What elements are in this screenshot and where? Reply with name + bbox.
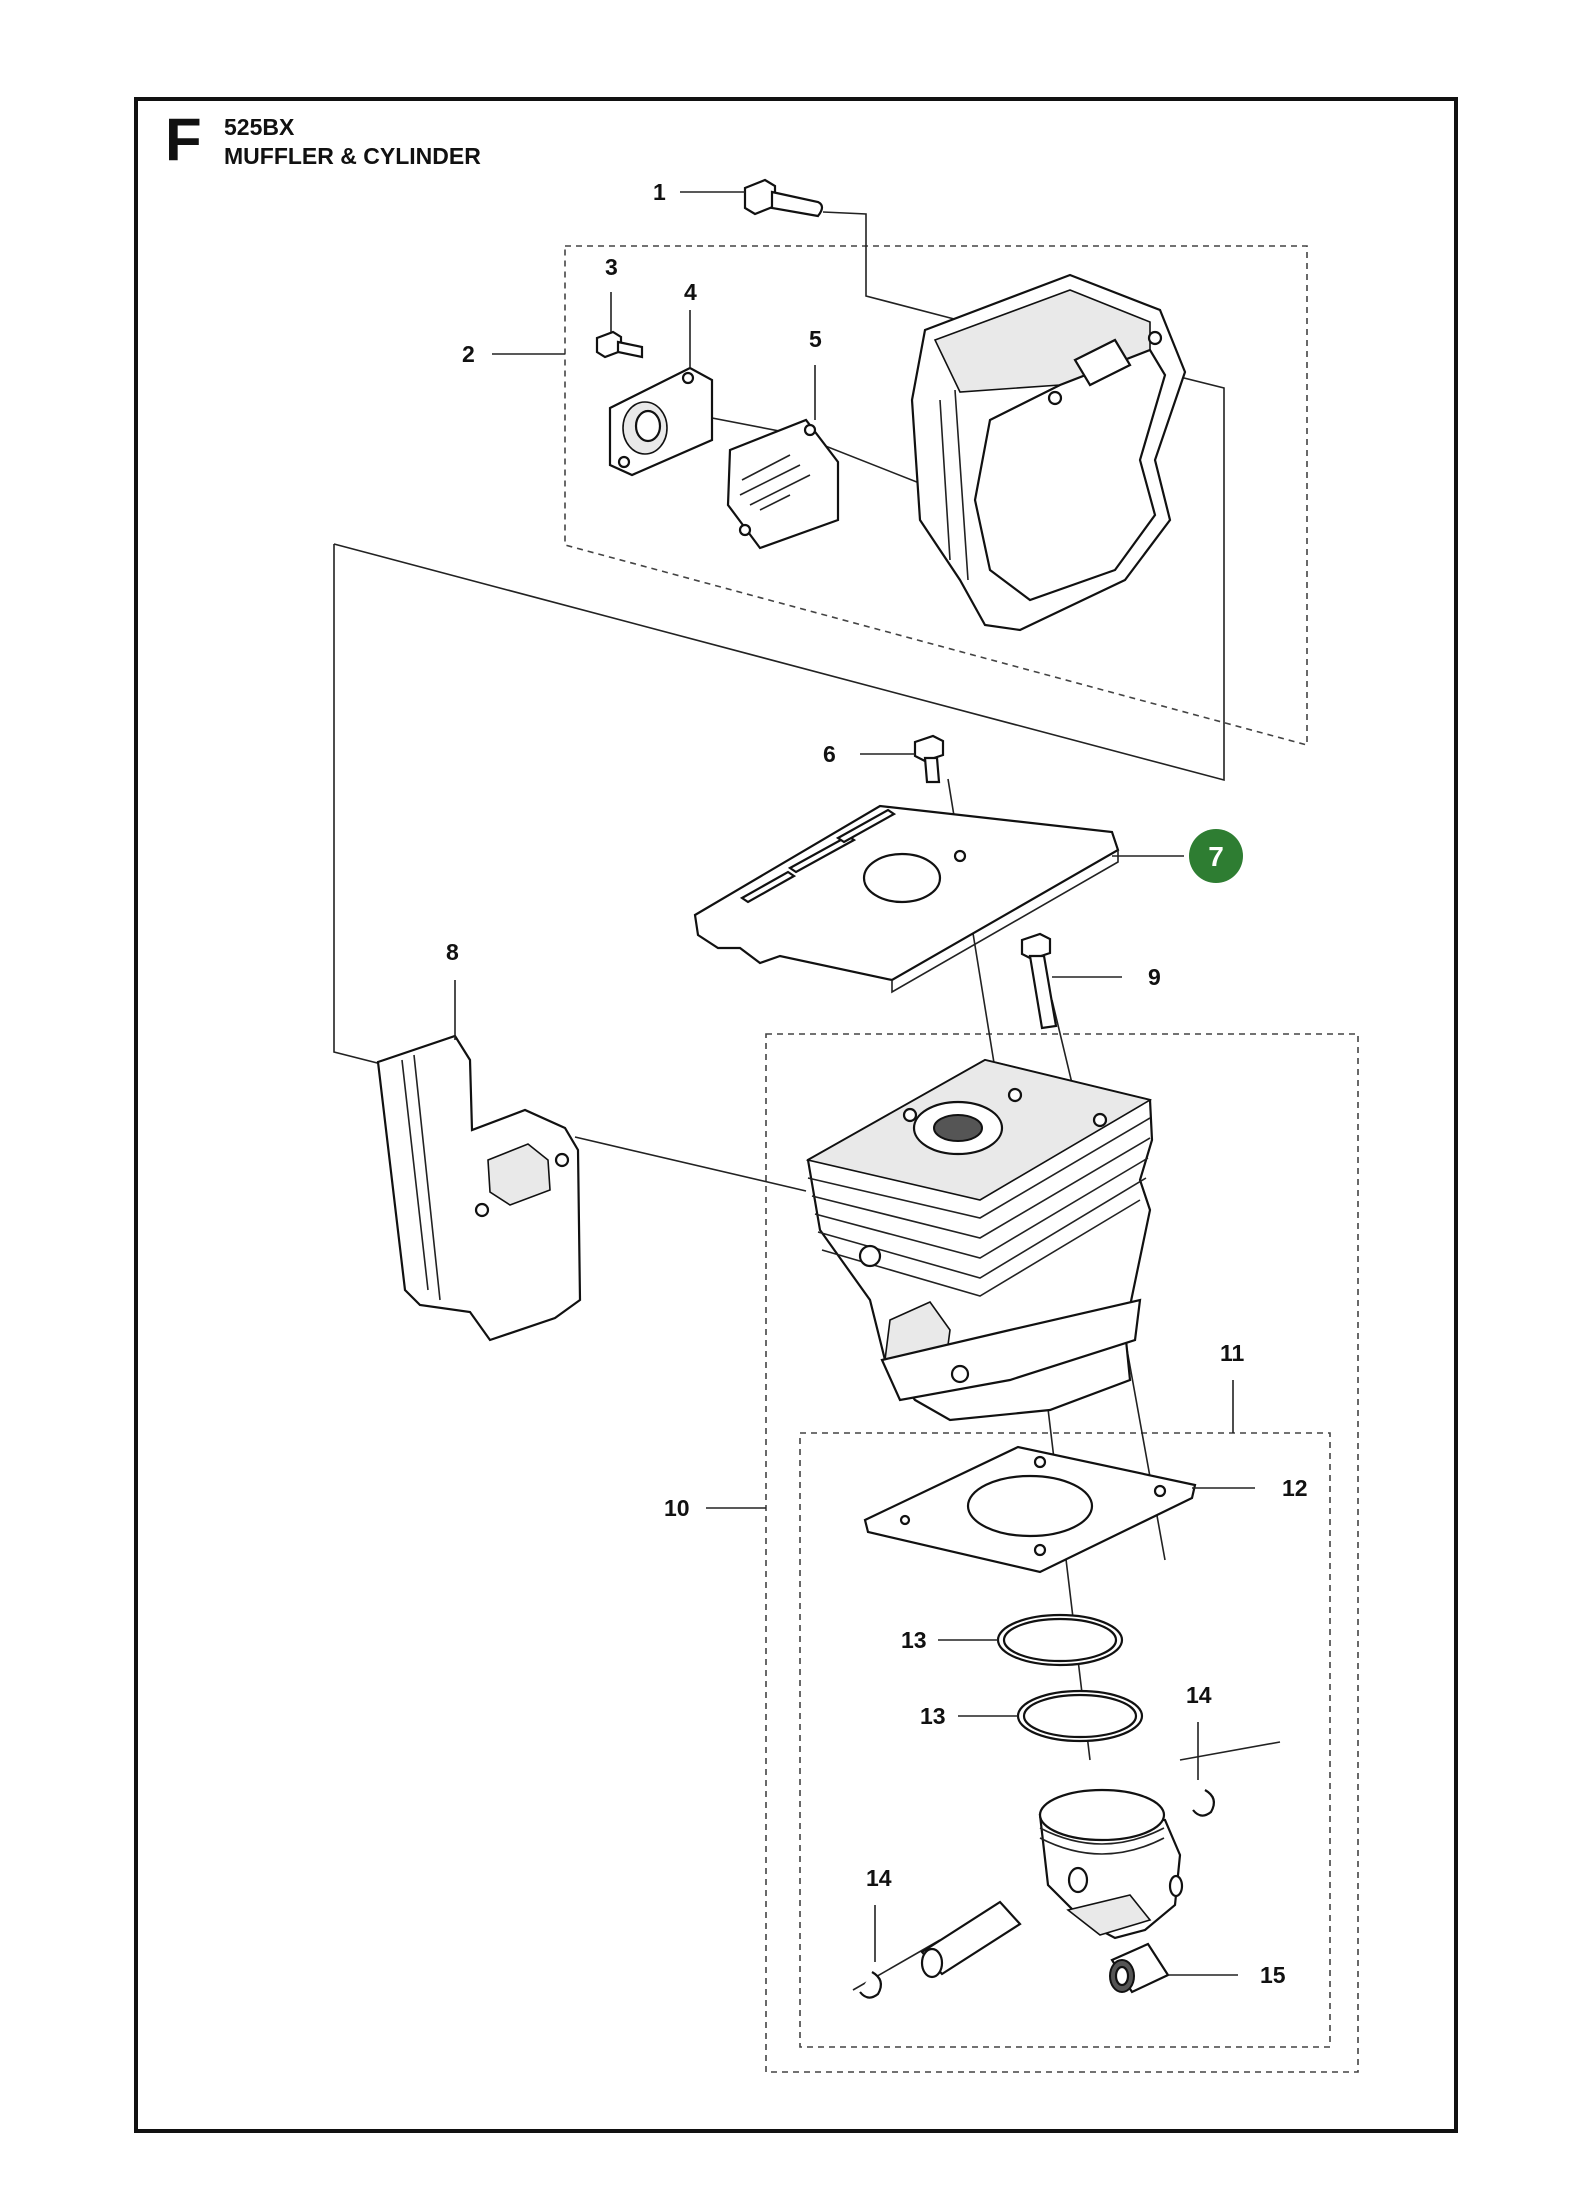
diagram-title: MUFFLER & CYLINDER: [224, 143, 481, 169]
callout-1[interactable]: 1: [653, 179, 666, 205]
part-1-bolt: [743, 178, 824, 218]
callout-6[interactable]: 6: [823, 741, 836, 767]
part-6-screw: [913, 734, 945, 784]
callout-4[interactable]: 4: [684, 279, 697, 305]
part-7-heat-shield: [693, 804, 1120, 994]
piston-pin: [920, 1900, 1022, 1979]
callout-7[interactable]: 7: [1208, 841, 1224, 872]
callout-13-upper[interactable]: 13: [901, 1627, 927, 1653]
callout-labels: 1 2 3 4 5 6 7 8 9 10 11 12 13 13 14 14 1…: [446, 179, 1308, 1988]
part-12-gasket: [863, 1445, 1197, 1574]
part-15-bearing: [1109, 1942, 1170, 1994]
group-box-piston-kit: [799, 1432, 1331, 2048]
callout-13-lower[interactable]: 13: [920, 1703, 946, 1729]
group-box-cylinder: [765, 1033, 1359, 2073]
section-letter: F: [165, 106, 202, 173]
callout-14-right[interactable]: 14: [1186, 1682, 1212, 1708]
part-4-flange: [608, 366, 714, 477]
diagram-frame: [134, 97, 1458, 2133]
part-5-screen: [726, 418, 840, 550]
callout-10[interactable]: 10: [664, 1495, 690, 1521]
model-number: 525BX: [224, 114, 295, 140]
part-8-gasket: [376, 1034, 582, 1342]
callout-14-left[interactable]: 14: [866, 1865, 892, 1891]
callout-2[interactable]: 2: [462, 341, 475, 367]
callout-15[interactable]: 15: [1260, 1962, 1286, 1988]
callout-9[interactable]: 9: [1148, 964, 1161, 990]
muffler-body: [910, 273, 1187, 632]
part-9-screw: [1020, 932, 1058, 1030]
callout-3[interactable]: 3: [605, 254, 618, 280]
callout-8[interactable]: 8: [446, 939, 459, 965]
callout-leaders: [454, 191, 1255, 1976]
callout-7-highlight-badge[interactable]: [1189, 829, 1243, 883]
part-3-screw: [595, 330, 644, 359]
part-10-cylinder: [805, 1058, 1154, 1422]
piston: [1038, 1788, 1184, 1940]
part-13-piston-rings: [996, 1613, 1144, 1743]
callout-11[interactable]: 11: [1220, 1340, 1245, 1366]
callout-12[interactable]: 12: [1282, 1475, 1308, 1501]
callout-5[interactable]: 5: [809, 326, 822, 352]
part-14-circlips: [859, 1789, 1216, 1999]
